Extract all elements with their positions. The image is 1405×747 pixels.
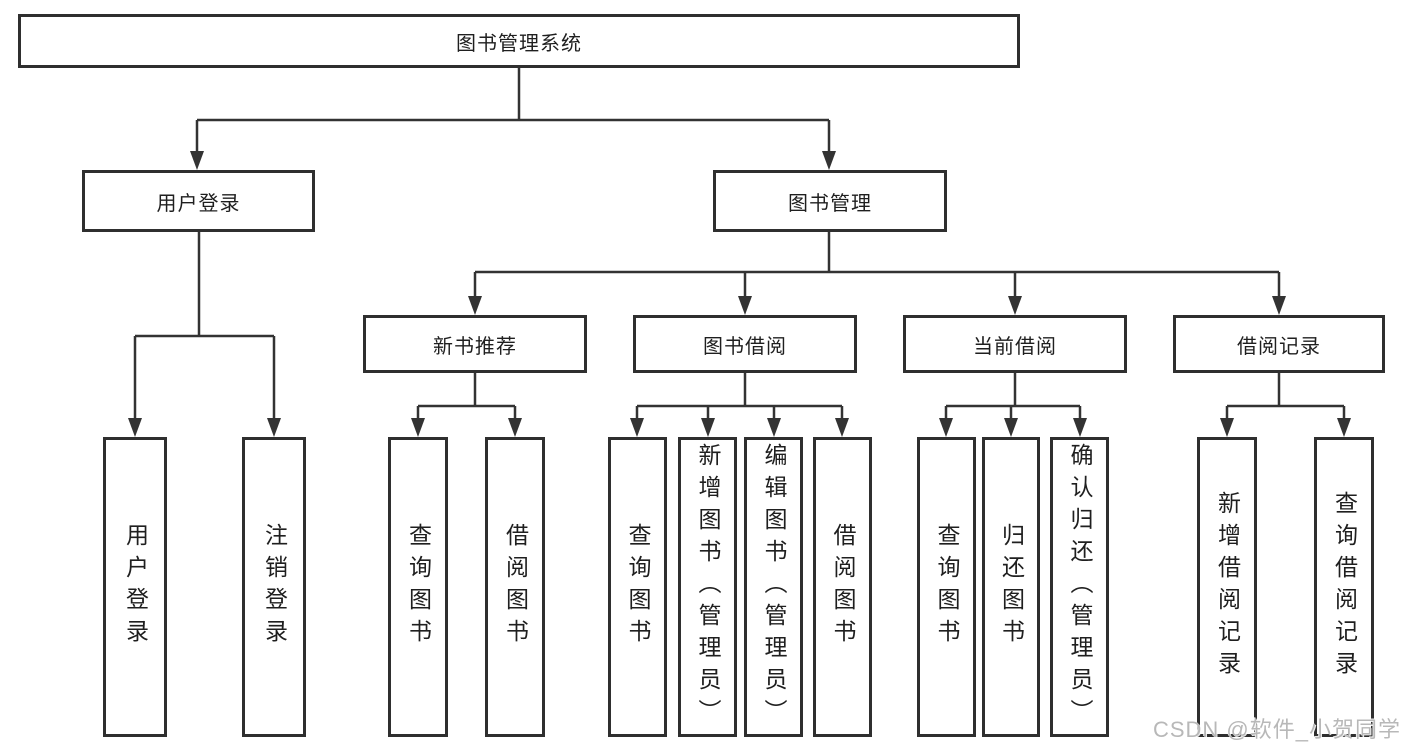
leaf-label: 编辑图书（管理员） bbox=[761, 443, 787, 731]
node-new-book-recommendation: 新书推荐 bbox=[363, 315, 587, 373]
arrowhead-icon bbox=[128, 418, 142, 437]
node-label: 新书推荐 bbox=[433, 335, 517, 358]
arrowhead-icon bbox=[411, 418, 425, 437]
leaf-label: 查询图书 bbox=[625, 523, 651, 651]
node-label: 图书管理系统 bbox=[456, 32, 582, 55]
leaf-label: 查询图书 bbox=[405, 523, 432, 651]
node-label: 用户登录 bbox=[156, 192, 241, 215]
leaf-bb-edit-books-admin: 编辑图书（管理员） bbox=[744, 437, 803, 737]
arrowhead-icon bbox=[767, 418, 781, 437]
arrowhead-icon bbox=[939, 418, 953, 437]
leaf-bb-borrow-books: 借阅图书 bbox=[813, 437, 872, 737]
leaf-nbr-borrow-books: 借阅图书 bbox=[485, 437, 545, 737]
arrowhead-icon bbox=[1337, 418, 1351, 437]
leaf-cb-confirm-return-admin: 确认归还（管理员） bbox=[1050, 437, 1109, 737]
leaf-logout: 注销登录 bbox=[242, 437, 306, 737]
arrowhead-icon bbox=[190, 151, 204, 170]
arrowhead-icon bbox=[468, 296, 482, 315]
arrowhead-icon bbox=[1073, 418, 1087, 437]
leaf-label: 注销登录 bbox=[261, 523, 288, 651]
leaf-label: 新增图书（管理员） bbox=[695, 443, 721, 731]
leaf-label: 归还图书 bbox=[998, 523, 1025, 651]
arrowhead-icon bbox=[738, 296, 752, 315]
leaf-br-add-borrow-record: 新增借阅记录 bbox=[1197, 437, 1257, 737]
node-label: 图书借阅 bbox=[703, 335, 787, 358]
node-label: 借阅记录 bbox=[1237, 335, 1321, 358]
leaf-label: 确认归还（管理员） bbox=[1067, 443, 1093, 731]
leaf-cb-return-books: 归还图书 bbox=[982, 437, 1040, 737]
node-label: 当前借阅 bbox=[973, 335, 1057, 358]
arrowhead-icon bbox=[835, 418, 849, 437]
node-book-management: 图书管理 bbox=[713, 170, 947, 232]
csdn-watermark: CSDN @软件_小贺同学 bbox=[1152, 717, 1401, 742]
arrowhead-icon bbox=[1220, 418, 1234, 437]
node-current-borrowing: 当前借阅 bbox=[903, 315, 1127, 373]
leaf-br-query-borrow-record: 查询借阅记录 bbox=[1314, 437, 1374, 737]
node-library-management-system: 图书管理系统 bbox=[18, 14, 1020, 68]
leaf-label: 新增借阅记录 bbox=[1214, 491, 1241, 683]
arrowhead-icon bbox=[508, 418, 522, 437]
arrowhead-icon bbox=[1272, 296, 1286, 315]
node-user-login: 用户登录 bbox=[82, 170, 315, 232]
leaf-user-login: 用户登录 bbox=[103, 437, 167, 737]
leaf-label: 借阅图书 bbox=[502, 523, 529, 651]
leaf-bb-add-books-admin: 新增图书（管理员） bbox=[678, 437, 737, 737]
arrowhead-icon bbox=[1008, 296, 1022, 315]
leaf-bb-query-books: 查询图书 bbox=[608, 437, 667, 737]
leaf-label: 借阅图书 bbox=[830, 523, 856, 651]
arrowhead-icon bbox=[1004, 418, 1018, 437]
node-borrowing-records: 借阅记录 bbox=[1173, 315, 1385, 373]
arrowhead-icon bbox=[267, 418, 281, 437]
leaf-cb-query-books: 查询图书 bbox=[917, 437, 976, 737]
arrowhead-icon bbox=[822, 151, 836, 170]
leaf-label: 查询借阅记录 bbox=[1331, 491, 1358, 683]
node-book-borrowing: 图书借阅 bbox=[633, 315, 857, 373]
leaf-label: 查询图书 bbox=[934, 523, 960, 651]
arrowhead-icon bbox=[630, 418, 644, 437]
leaf-label: 用户登录 bbox=[122, 523, 149, 651]
node-label: 图书管理 bbox=[788, 192, 872, 215]
leaf-nbr-query-books: 查询图书 bbox=[388, 437, 448, 737]
arrowhead-icon bbox=[701, 418, 715, 437]
